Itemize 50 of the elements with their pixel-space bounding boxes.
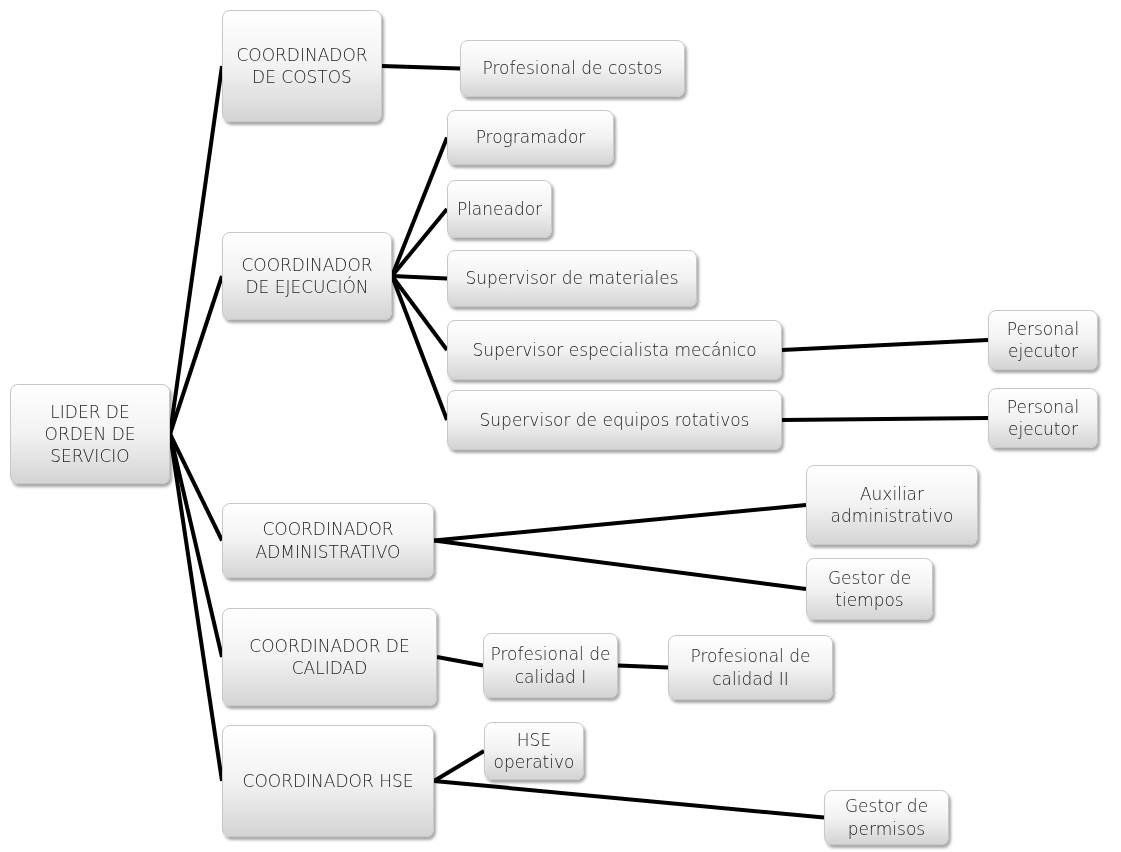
org-box	[447, 110, 614, 165]
org-box	[222, 232, 392, 320]
org-box	[222, 725, 434, 837]
role-label: Planeador	[456, 197, 543, 221]
org-box	[222, 10, 382, 122]
connector-line	[781, 416, 989, 422]
role-label: Profesional de costos	[482, 57, 663, 80]
connector-line	[617, 663, 669, 670]
role-label: Programador	[475, 126, 586, 149]
role-label: Gestor de tiempos	[826, 566, 913, 612]
role-label: COORDINADOR DE EJECUCIÓN	[240, 253, 374, 299]
org-box	[447, 320, 782, 380]
org-box	[806, 558, 933, 620]
connector-line	[436, 655, 484, 668]
role-label: Profesional de calidad I	[490, 643, 611, 688]
role-label: Supervisor de equipos rotativos	[479, 408, 750, 432]
org-box	[824, 790, 949, 845]
role-label: Gestor de permisos	[843, 795, 930, 840]
role-label: COORDINADOR ADMINISTRATIVO	[254, 518, 402, 563]
role-label: COORDINADOR HSE	[242, 769, 414, 793]
role-label: Auxiliar administrativo	[829, 482, 955, 528]
connector-line	[433, 538, 807, 591]
org-box	[447, 180, 552, 238]
org-box	[447, 250, 697, 307]
role-label: HSE operativo	[492, 728, 576, 774]
org-box	[222, 503, 434, 578]
org-box	[447, 390, 782, 450]
org-box	[460, 40, 685, 97]
role-label: LIDER DE ORDEN DE SERVICIO	[43, 400, 137, 468]
connector-line	[781, 338, 989, 352]
role-label: Personal ejecutor	[1005, 395, 1081, 441]
role-label: COORDINADOR DE COSTOS	[235, 43, 369, 89]
org-box	[483, 633, 618, 698]
org-box	[988, 310, 1098, 370]
role-label: COORDINADOR DE CALIDAD	[248, 634, 411, 680]
connector-line	[433, 779, 825, 820]
role-label: Profesional de calidad II	[689, 645, 812, 690]
org-box	[484, 722, 584, 780]
org-box	[668, 635, 833, 700]
role-label: Supervisor de materiales	[465, 267, 679, 290]
connector-line	[381, 64, 461, 71]
connector-line	[433, 503, 807, 543]
org-box	[10, 384, 170, 484]
connector-line	[391, 274, 448, 281]
role-label: Personal ejecutor	[1005, 317, 1081, 363]
org-box	[988, 388, 1098, 448]
org-box	[806, 465, 978, 545]
org-box	[222, 608, 437, 706]
role-label: Supervisor especialista mecánico	[472, 338, 757, 362]
connector-line	[168, 433, 224, 782]
